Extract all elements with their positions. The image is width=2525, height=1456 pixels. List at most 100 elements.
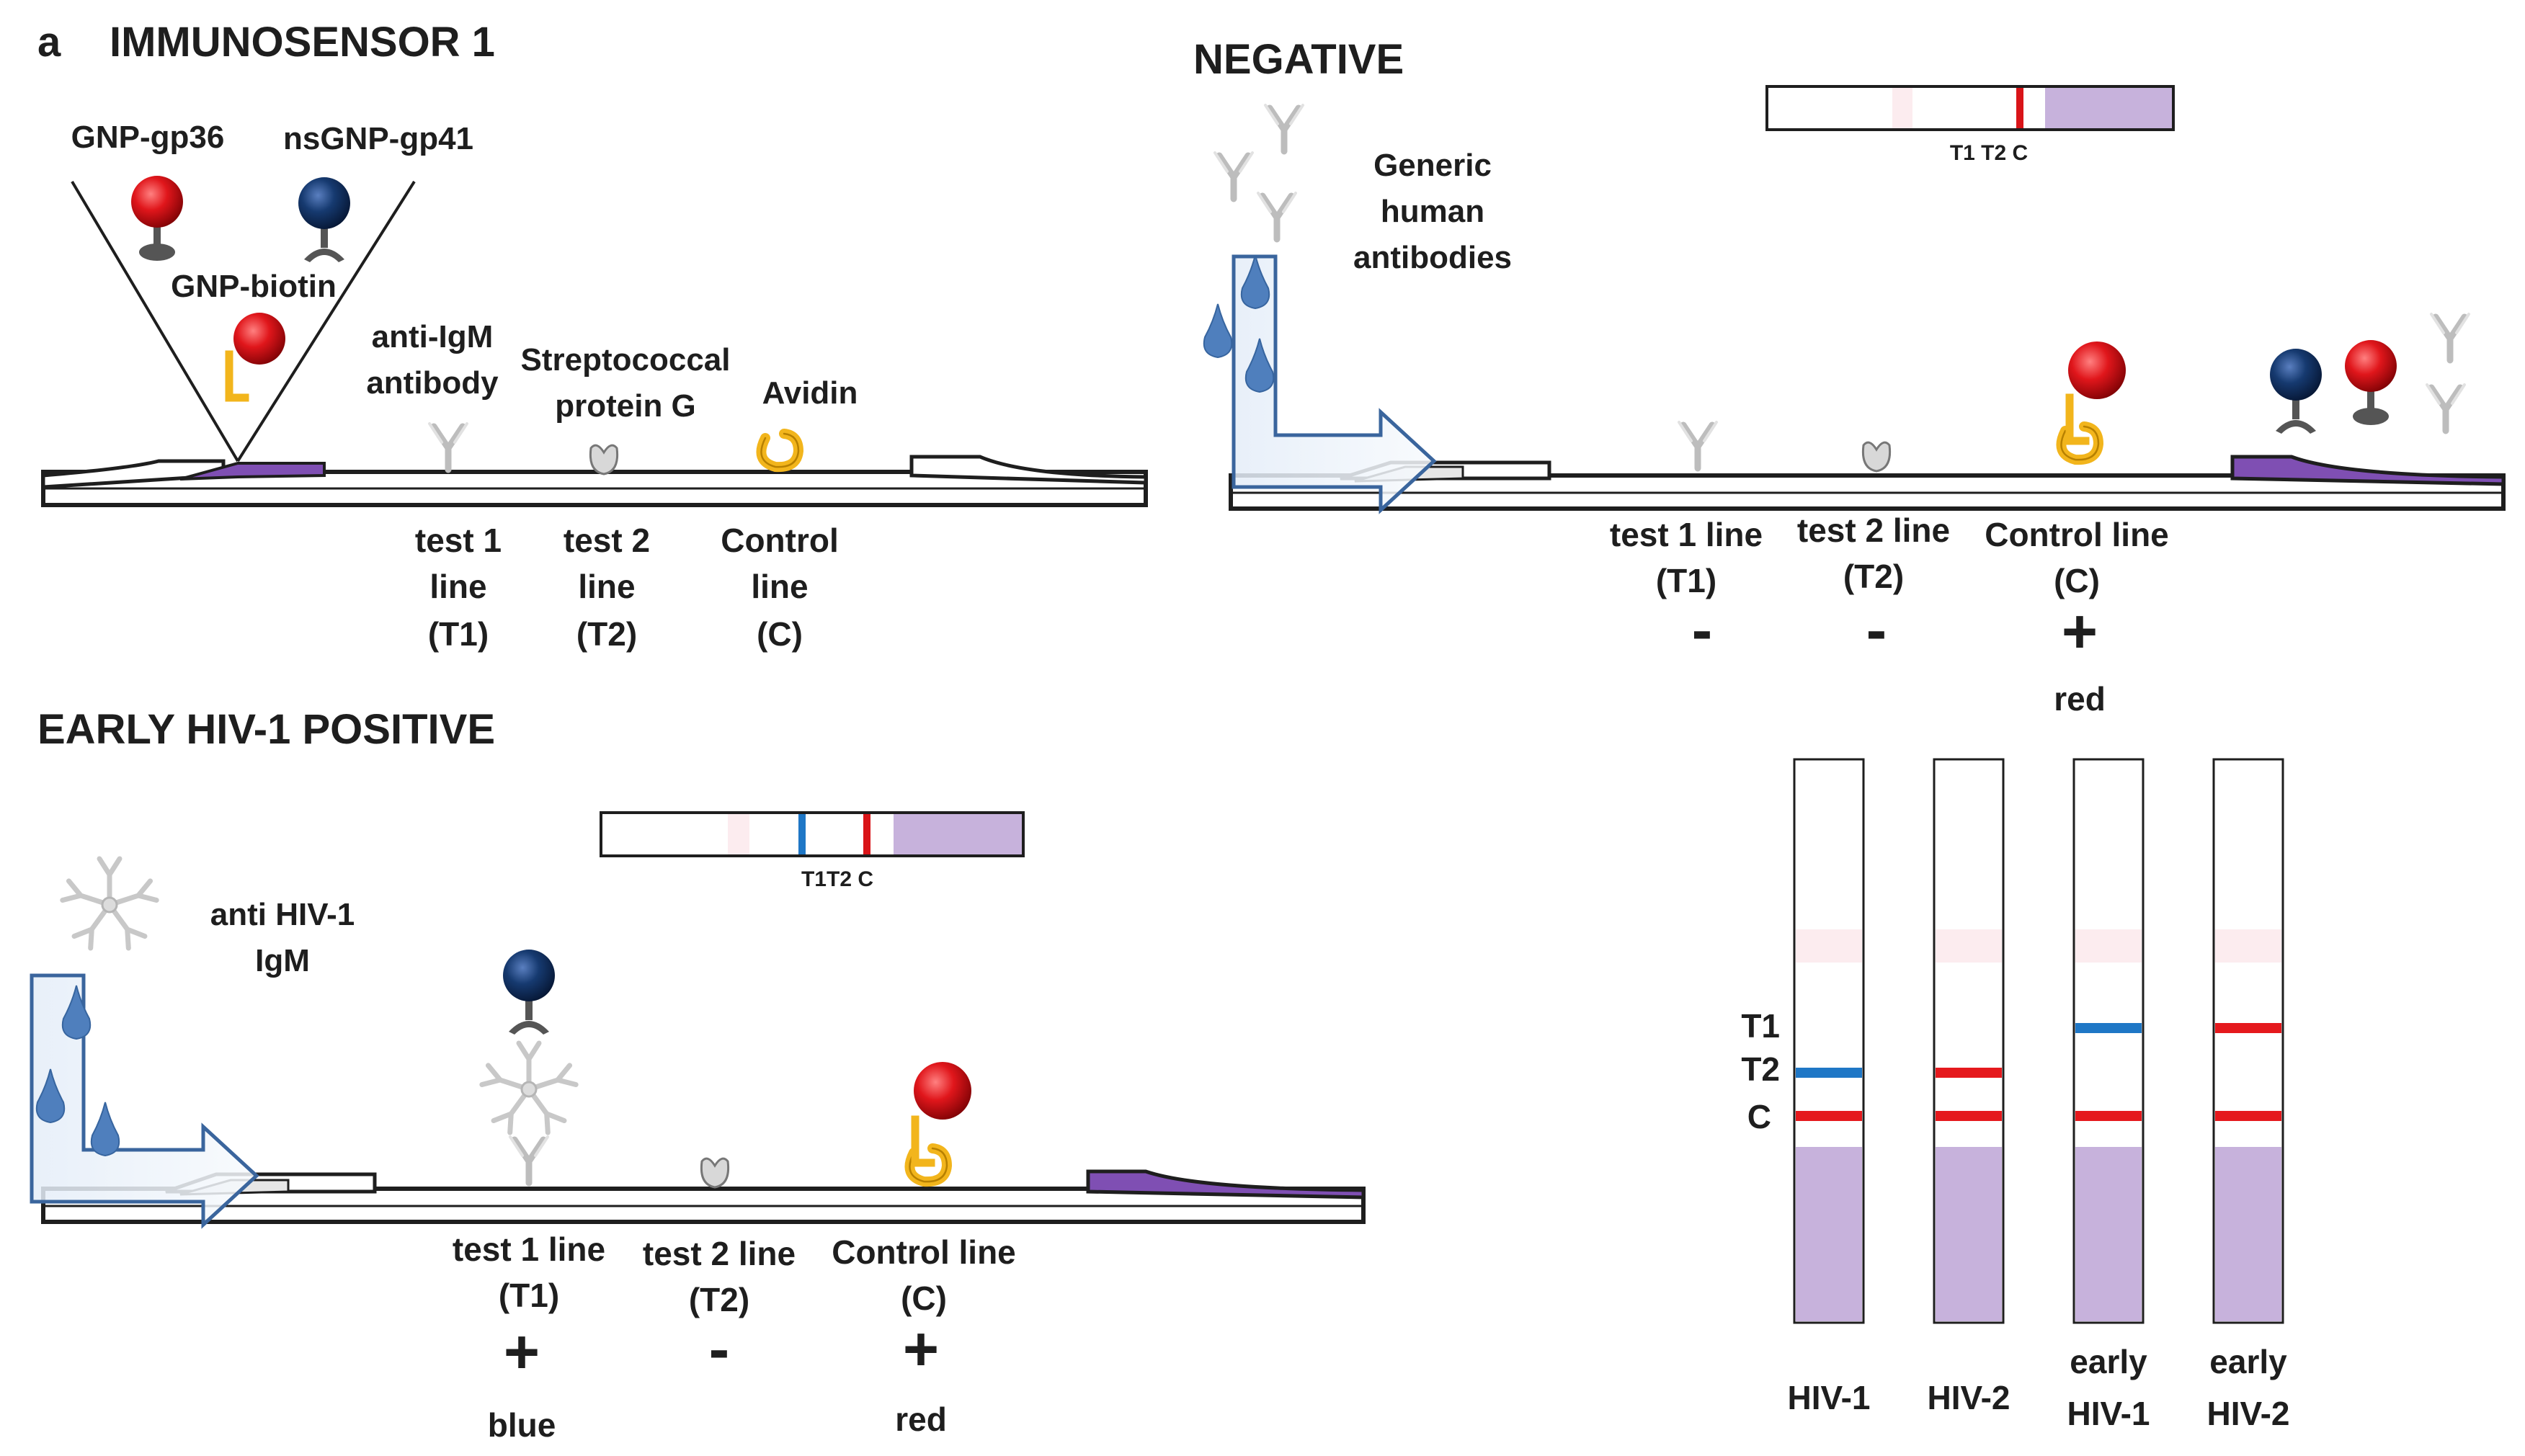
biotin-icon xyxy=(229,354,245,398)
result-strip-label: HIV-1 xyxy=(1787,1379,1870,1416)
negative-t2-label-1: test 2 line xyxy=(1797,512,1950,549)
generic-antibody-icon xyxy=(2427,385,2464,431)
result-strip-sample-zone xyxy=(1936,929,2002,963)
nsgnp-gp41-icon xyxy=(2270,349,2322,434)
early-t1-color: blue xyxy=(488,1406,556,1444)
anti-igm-label-1: anti-IgM xyxy=(372,319,494,354)
result-strip-sample-zone xyxy=(1796,929,1862,963)
result-row-label-t2: T2 xyxy=(1741,1050,1780,1088)
result-line-t1 xyxy=(2215,1023,2281,1033)
early-c-color: red xyxy=(895,1401,947,1438)
result-line-c xyxy=(2215,1111,2281,1121)
anti-hiv1-label-2: IgM xyxy=(255,943,310,978)
early-title: EARLY HIV-1 POSITIVE xyxy=(37,706,495,753)
protein-g-icon xyxy=(589,444,619,475)
early-c-label-1: Control line xyxy=(832,1233,1016,1271)
c-label-2: line xyxy=(751,568,808,605)
panel-title: IMMUNOSENSOR 1 xyxy=(110,19,495,66)
negative-flow-arrow xyxy=(1232,254,1437,514)
early-mini-strip: T1T2 C xyxy=(600,811,1025,891)
nsgnp-gp41-icon xyxy=(298,177,350,262)
negative-t2-sign: - xyxy=(1866,596,1887,665)
t1-label-2: line xyxy=(429,568,486,605)
gnp-gp36-icon xyxy=(131,176,183,261)
c-label-3: (C) xyxy=(757,615,803,653)
generic-label-1: Generic xyxy=(1373,148,1492,183)
result-row-label-t1: T1 xyxy=(1741,1007,1780,1045)
drop-icon xyxy=(90,1102,120,1156)
negative-mini-strip: T1 T2 C xyxy=(1765,85,2175,165)
generic-antibody-icon-3 xyxy=(1258,193,1296,239)
t1-label-3: (T1) xyxy=(428,615,489,653)
avidin-label: Avidin xyxy=(762,375,858,411)
t1-label-1: test 1 xyxy=(415,522,502,559)
gnp-biotin-icon xyxy=(2068,341,2126,399)
generic-antibody-icon xyxy=(2431,314,2469,360)
nsgnp-gp41-bound-icon xyxy=(503,950,555,1035)
early-flow-arrow xyxy=(30,973,259,1229)
result-strip-label: early xyxy=(2209,1343,2287,1380)
nsgnp-gp41-label: nsGNP-gp41 xyxy=(283,121,473,156)
early-t1-label-1: test 1 line xyxy=(453,1231,605,1268)
result-strip-sample-zone xyxy=(2215,929,2281,963)
result-strip-pad xyxy=(2215,1147,2281,1321)
generic-label-2: human xyxy=(1381,194,1484,229)
t1-capture-antibody-icon xyxy=(510,1137,548,1183)
negative-c-label-2: (C) xyxy=(2054,562,2100,599)
protein-g-icon xyxy=(1861,441,1892,473)
funnel-left-line xyxy=(71,180,239,463)
drop-icon xyxy=(1203,303,1233,358)
early-t2-label-2: (T2) xyxy=(689,1281,749,1318)
c-label-1: Control xyxy=(721,522,839,559)
result-line-t1 xyxy=(2075,1023,2142,1033)
result-strip-label: HIV-2 xyxy=(2206,1395,2289,1432)
result-strip-label: HIV-2 xyxy=(1927,1379,2010,1416)
strip-early xyxy=(41,1169,1366,1224)
gnp-biotin-icon xyxy=(233,313,285,365)
result-strip-pad xyxy=(1936,1147,2002,1321)
result-strip-label: early xyxy=(2070,1343,2147,1380)
early-t2-sign: - xyxy=(709,1315,730,1384)
negative-t1-label-2: (T1) xyxy=(1656,562,1716,599)
result-strip-pad xyxy=(1796,1147,1862,1321)
negative-t1-sign: - xyxy=(1692,596,1713,665)
early-t1-sign: + xyxy=(504,1318,540,1387)
t2-label-2: line xyxy=(578,568,635,605)
streptococcal-label-1: Streptococcal xyxy=(521,342,731,378)
panel-negative: NEGATIVE T1 T2 C Generic human antibodie… xyxy=(1193,36,2506,718)
generic-antibody-icon-2 xyxy=(1215,153,1252,199)
result-strip: HIV-2 xyxy=(1927,758,2010,1416)
biotin-icon xyxy=(915,1120,931,1163)
negative-t1-label-1: test 1 line xyxy=(1610,516,1763,553)
result-strip: HIV-1 xyxy=(1787,758,1871,1416)
negative-c-sign: + xyxy=(2062,597,2098,666)
negative-c-color: red xyxy=(2054,680,2106,718)
t2-label-3: (T2) xyxy=(576,615,637,653)
gnp-gp36-label: GNP-gp36 xyxy=(71,120,225,155)
anti-hiv1-igm-icon xyxy=(63,859,156,948)
result-line-c xyxy=(2075,1111,2142,1121)
t2-label-1: test 2 xyxy=(564,522,650,559)
anti-hiv1-label-1: anti HIV-1 xyxy=(210,897,355,932)
anti-igm-antibody-icon xyxy=(429,424,467,470)
negative-mini-strip-labels: T1 T2 C xyxy=(1950,141,2028,165)
result-line-c xyxy=(1796,1111,1862,1121)
anti-igm-label-2: antibody xyxy=(366,365,499,401)
panel-letter: a xyxy=(37,19,61,66)
avidin-icon xyxy=(761,434,798,467)
early-c-sign: + xyxy=(903,1315,939,1384)
early-t2-label-1: test 2 line xyxy=(643,1235,796,1272)
gnp-gp36-icon xyxy=(2345,340,2397,425)
streptococcal-label-2: protein G xyxy=(555,388,696,424)
negative-c-label-1: Control line xyxy=(1985,516,2169,553)
result-line-t2 xyxy=(1936,1068,2002,1078)
early-c-label-2: (C) xyxy=(901,1279,947,1317)
result-strip-pad xyxy=(2075,1147,2142,1321)
negative-t2-label-2: (T2) xyxy=(1843,558,1904,595)
biotin-icon xyxy=(2070,398,2085,441)
